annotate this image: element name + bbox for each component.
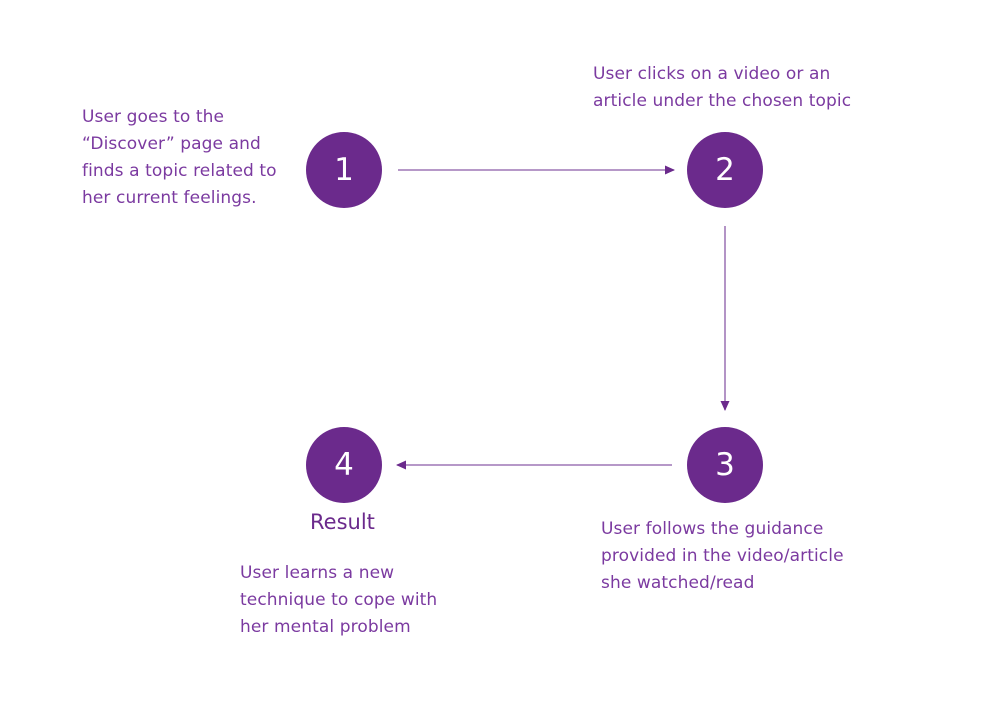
step-4-number: 4 (334, 446, 354, 483)
step-4-description: User learns a new technique to cope with… (240, 563, 438, 637)
step-2-number: 2 (715, 151, 735, 188)
result-label: Result (310, 510, 375, 534)
step-2-description: User clicks on a video or an article und… (593, 64, 852, 111)
step-3-description: User follows the guidance provided in th… (601, 519, 844, 593)
step-3-number: 3 (715, 446, 735, 483)
step-1-number: 1 (334, 151, 354, 188)
step-1-circle: 1 (306, 132, 382, 208)
step-1-description: User goes to the “Discover” page and fin… (82, 107, 277, 208)
step-4-circle: 4 (306, 427, 382, 503)
step-2-circle: 2 (687, 132, 763, 208)
step-3-circle: 3 (687, 427, 763, 503)
